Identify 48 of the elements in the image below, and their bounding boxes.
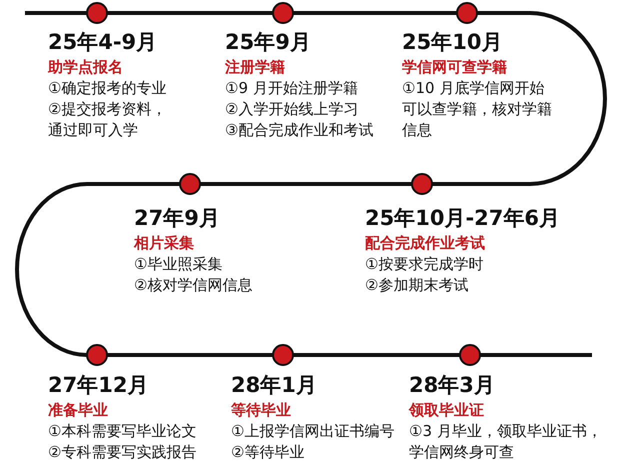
timeline-dot [411,173,433,195]
timeline-line [107,353,273,357]
timeline-line [293,11,457,15]
step-description: ①10 月底学信网开始可以查学籍，核对学籍信息 [402,78,553,141]
timeline-dot [456,2,478,24]
step-description: ③配合完成作业和考试 [225,120,374,141]
timeline-line [200,182,412,186]
date-heading: 25年10月 [402,29,502,55]
timeline-dot [272,2,294,24]
date-heading: 28年3月 [409,372,495,398]
timeline-dot [272,344,294,366]
step-title: 准备毕业 [48,400,108,421]
step-description: ②提交报考资料，通过即可入学 [48,99,168,141]
date-heading: 28年1月 [231,372,317,398]
timeline-line [15,182,180,357]
timeline-line [107,11,273,15]
step-description: ②入学开始线上学习 [225,99,360,120]
step-description: ①上报学信网出证书编号 [231,421,394,442]
step-description: ①3 月毕业，领取毕业证书，学信网终身可查 [409,421,603,463]
timeline-line [432,11,607,186]
date-heading: 25年9月 [225,29,311,55]
step-description: ①毕业照采集 [134,254,224,275]
step-description: ①9 月开始注册学籍 [225,78,359,99]
timeline-line [480,353,592,357]
step-title: 配合完成作业考试 [365,233,485,254]
timeline-line [293,353,460,357]
step-description: ①本科需要写毕业论文 [48,421,196,442]
step-title: 助学点报名 [48,57,123,78]
step-description: ②专科需要写实践报告 [48,442,196,463]
date-heading: 27年9月 [134,205,220,231]
step-title: 等待毕业 [231,400,291,421]
step-title: 相片采集 [134,233,194,254]
step-title: 学信网可查学籍 [402,57,507,78]
timeline-dot [459,344,481,366]
step-title: 注册学籍 [225,57,285,78]
timeline-dot [86,344,108,366]
step-description: ①按要求完成学时 [365,254,484,275]
date-heading: 27年12月 [48,372,148,398]
step-description: ②等待毕业 [231,442,306,463]
timeline-dot [179,173,201,195]
date-heading: 25年4-9月 [48,29,158,55]
timeline-line [25,11,87,15]
timeline-dot [86,2,108,24]
step-description: ②参加期末考试 [365,275,470,296]
step-description: ①确定报考的专业 [48,78,168,99]
step-title: 领取毕业证 [409,400,484,421]
step-description: ②核对学信网信息 [134,275,252,296]
date-heading: 25年10月-27年6月 [365,205,560,231]
